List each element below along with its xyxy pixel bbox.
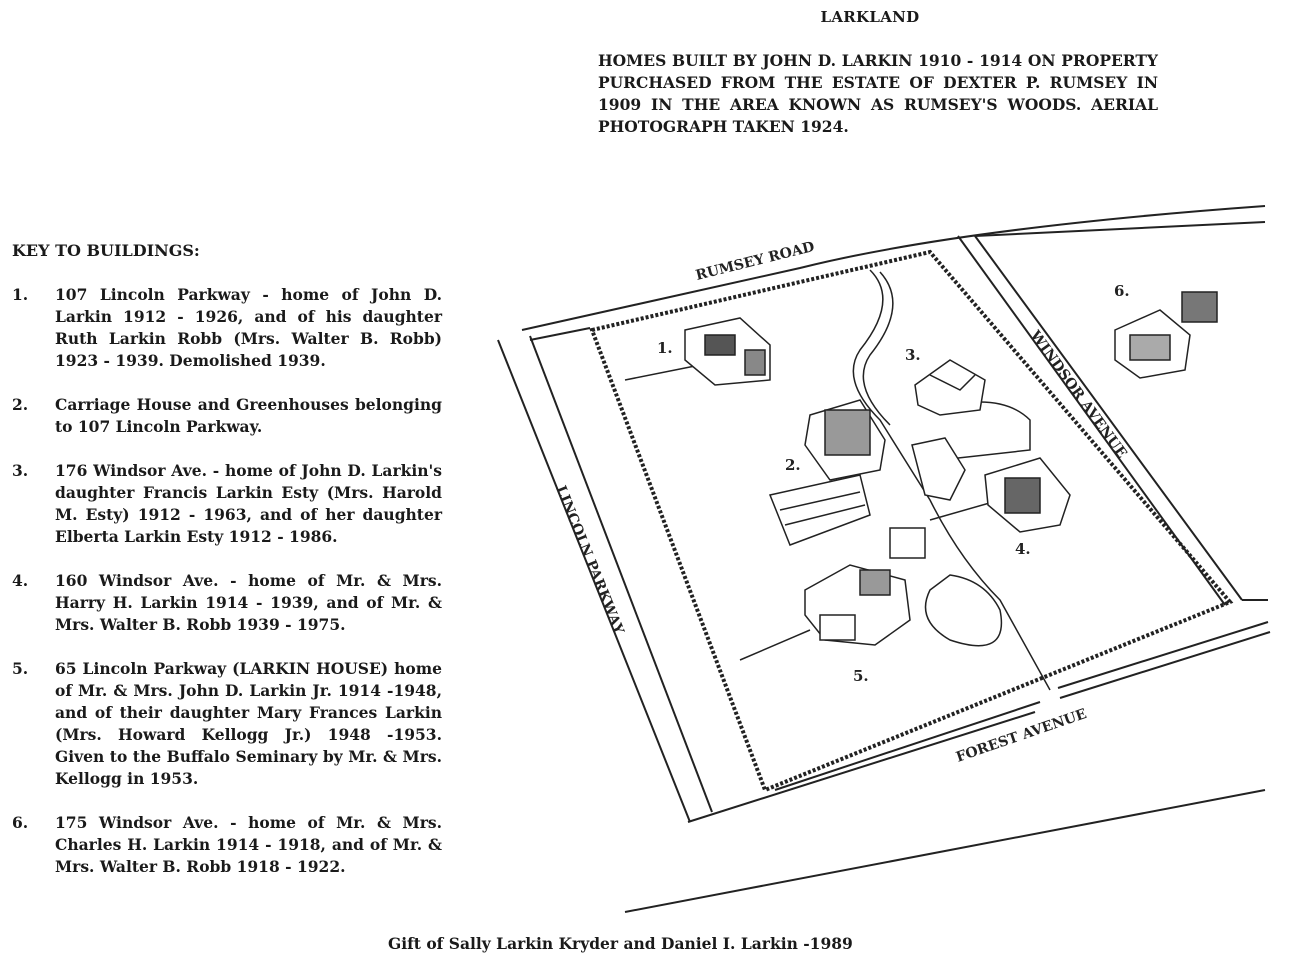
driveways (624, 269, 1051, 691)
key-number: 6. (12, 813, 29, 832)
key-number: 1. (12, 285, 29, 304)
street-lines (497, 205, 1271, 913)
building-label-5: 5. (853, 667, 869, 685)
street-label-forest-avenue: FOREST AVENUE (954, 706, 1089, 766)
building-2 (768, 399, 926, 559)
key-number: 3. (12, 461, 29, 480)
key-number: 2. (12, 395, 29, 414)
key-list: 1. 107 Lincoln Parkway - home of John D. … (12, 284, 442, 900)
property-border (589, 249, 1234, 793)
key-heading: KEY TO BUILDINGS: (12, 241, 200, 260)
key-text: 65 Lincoln Parkway (LARKIN HOUSE) home o… (55, 659, 442, 788)
key-text: 175 Windsor Ave. - home of Mr. & Mrs. Ch… (55, 813, 442, 876)
building-label-3: 3. (905, 346, 921, 364)
key-item: 5. 65 Lincoln Parkway (LARKIN HOUSE) home… (12, 658, 442, 790)
intro-paragraph: HOMES BUILT BY JOHN D. LARKIN 1910 - 191… (598, 51, 1158, 136)
building-label-6: 6. (1114, 282, 1130, 300)
street-label-windsor-avenue: WINDSOR AVENUE (1026, 327, 1130, 461)
key-text: 107 Lincoln Parkway - home of John D. La… (55, 285, 442, 370)
key-text: 160 Windsor Ave. - home of Mr. & Mrs. Ha… (55, 571, 442, 634)
key-item: 2. Carriage House and Greenhouses belongi… (12, 394, 442, 438)
building-label-1: 1. (657, 339, 673, 357)
building-5 (804, 564, 911, 646)
footer-credit: Gift of Sally Larkin Kryder and Daniel I… (388, 934, 853, 953)
building-6 (1114, 291, 1218, 379)
building-label-2: 2. (785, 456, 801, 474)
building-4 (911, 437, 1071, 533)
key-item: 1. 107 Lincoln Parkway - home of John D. … (12, 284, 442, 372)
building-label-4: 4. (1015, 540, 1031, 558)
key-item: 4. 160 Windsor Ave. - home of Mr. & Mrs. … (12, 570, 442, 636)
key-number: 5. (12, 659, 29, 678)
key-text: Carriage House and Greenhouses belonging… (55, 395, 442, 436)
key-number: 4. (12, 571, 29, 590)
building-1 (684, 317, 771, 386)
page-title: LARKLAND (820, 8, 920, 26)
building-3 (914, 359, 986, 416)
key-text: 176 Windsor Ave. - home of John D. Larki… (55, 461, 442, 546)
key-item: 6. 175 Windsor Ave. - home of Mr. & Mrs. … (12, 812, 442, 878)
key-item: 3. 176 Windsor Ave. - home of John D. Lar… (12, 460, 442, 548)
